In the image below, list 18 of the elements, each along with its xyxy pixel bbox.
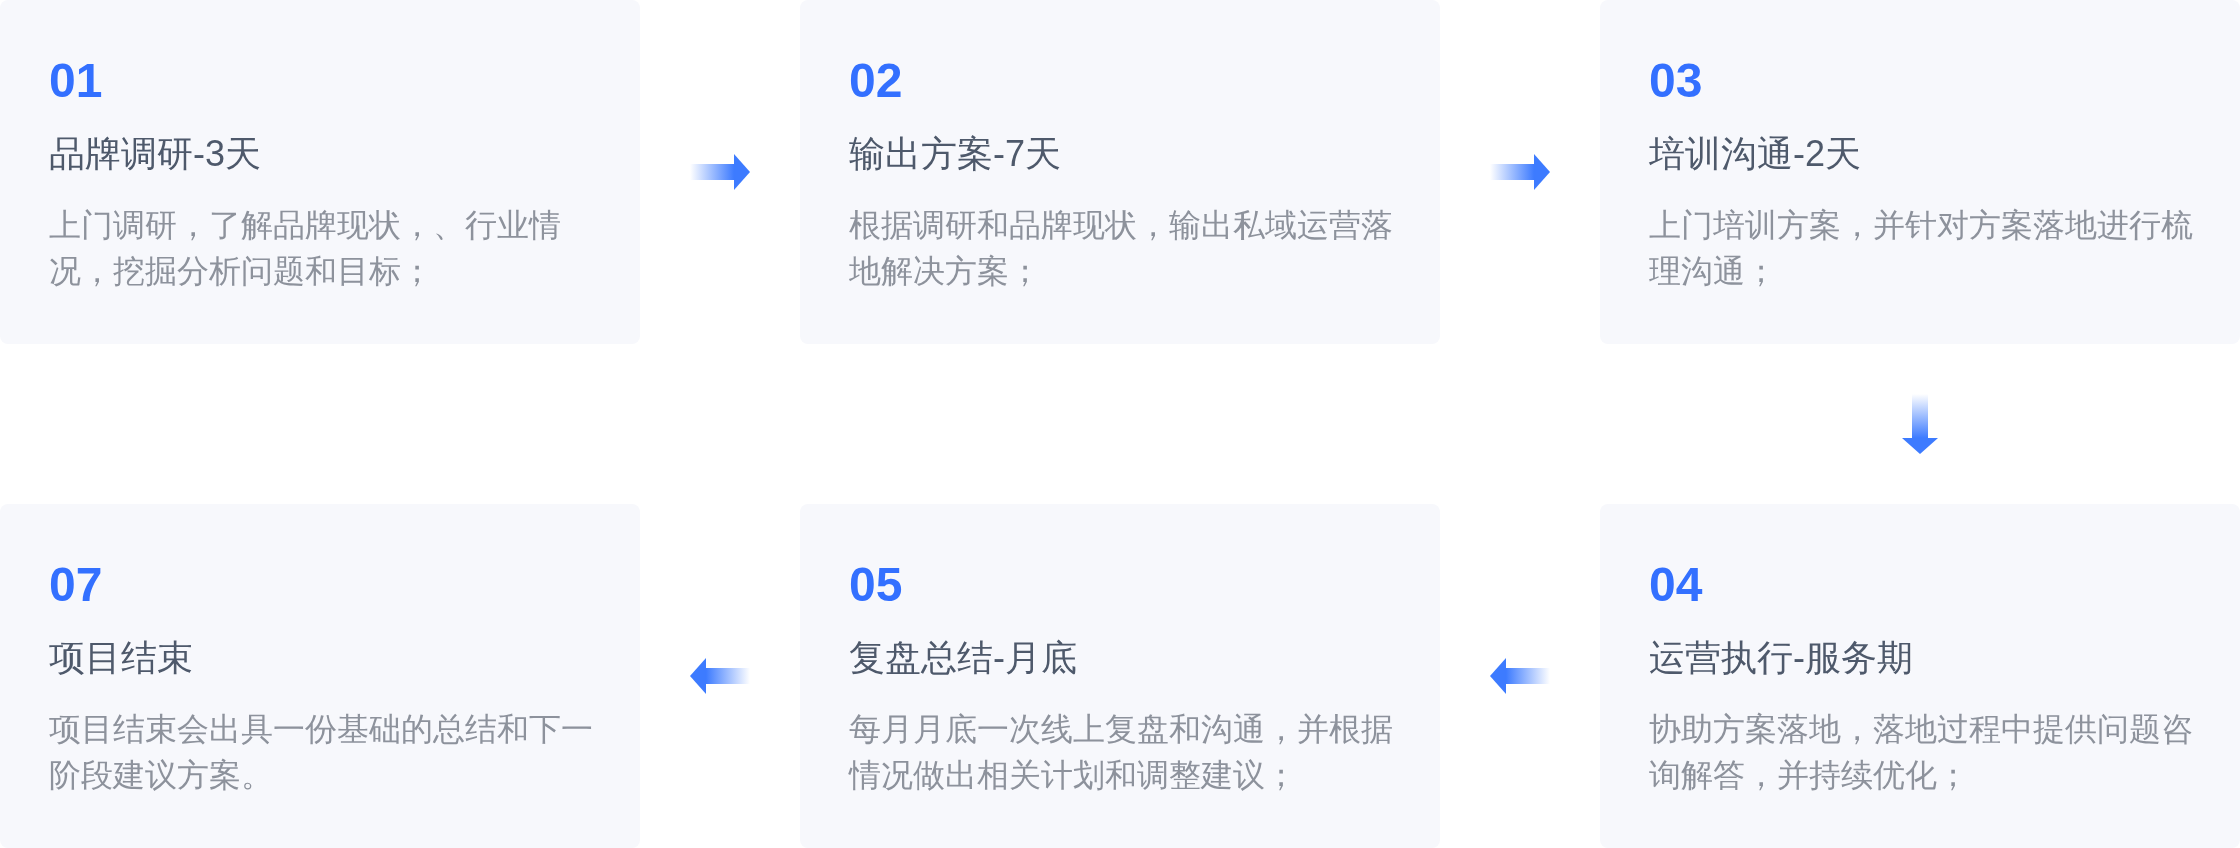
step-description: 上门培训方案，并针对方案落地进行梳理沟通； xyxy=(1649,206,2194,291)
step-number: 03 xyxy=(1649,57,1704,105)
step-description: 上门调研，了解品牌现状，、行业情况，挖掘分析问题和目标； xyxy=(49,206,562,291)
step-description: 协助方案落地，落地过程中提供问题咨询解答，并持续优化； xyxy=(1649,710,2194,795)
step-number: 05 xyxy=(849,561,904,609)
step-title: 复盘总结-月底 xyxy=(849,636,1078,680)
step-description: 项目结束会出具一份基础的总结和下一阶段建议方案。 xyxy=(49,710,594,795)
step-title: 品牌调研-3天 xyxy=(49,132,262,176)
step-number: 02 xyxy=(849,57,904,105)
step-number: 01 xyxy=(49,57,104,105)
step-title: 项目结束 xyxy=(49,636,194,680)
step-title: 运营执行-服务期 xyxy=(1649,636,1914,680)
step-number: 07 xyxy=(49,561,104,609)
step-title: 培训沟通-2天 xyxy=(1649,132,1862,176)
step-description: 每月月底一次线上复盘和沟通，并根据情况做出相关计划和调整建议； xyxy=(849,710,1394,795)
step-description: 根据调研和品牌现状，输出私域运营落地解决方案； xyxy=(849,206,1394,291)
step-number: 04 xyxy=(1649,561,1704,609)
step-title: 输出方案-7天 xyxy=(849,132,1062,176)
